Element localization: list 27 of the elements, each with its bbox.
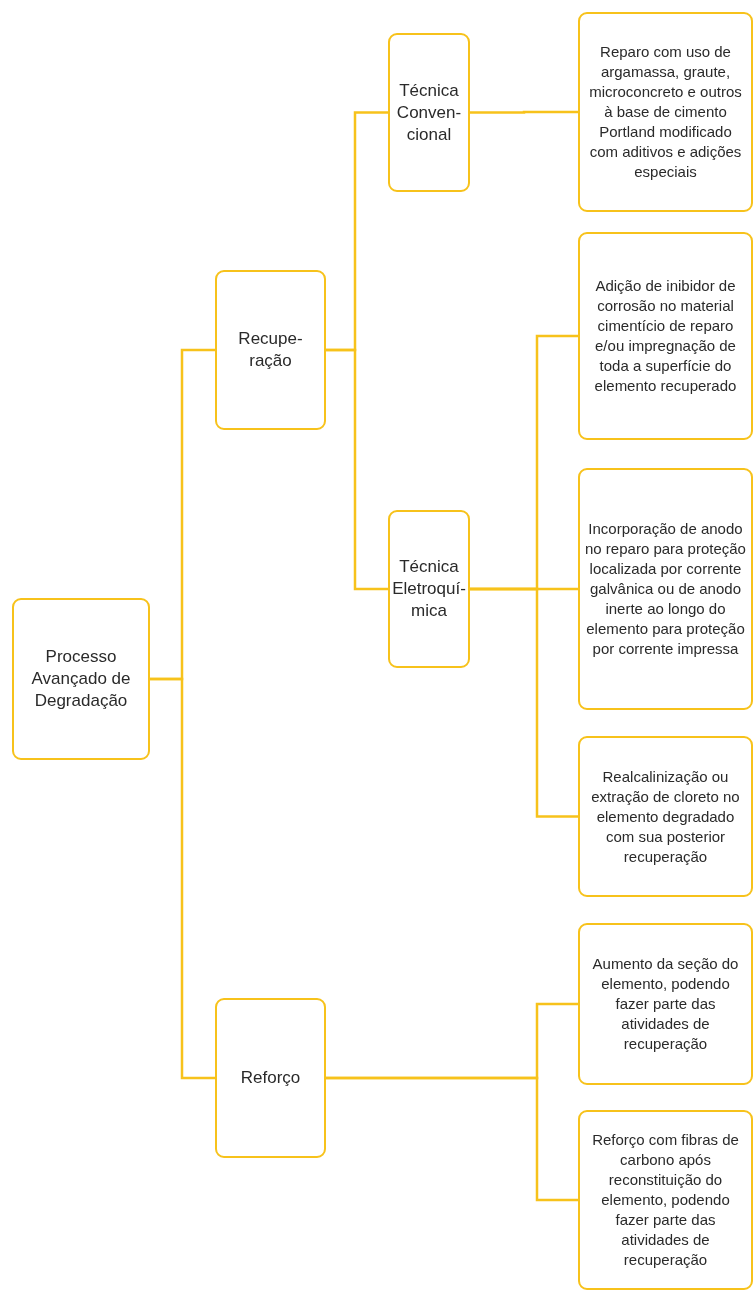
text-box — [578, 468, 753, 710]
text-box — [215, 270, 326, 430]
text-box — [578, 12, 753, 212]
node-text: Realcalinização ou extração de cloreto no elemento degradado com sua posterior recuperação — [590, 766, 741, 867]
node-text: Técnica Conven-cional — [395, 79, 463, 146]
text-box — [388, 510, 470, 668]
node-text: Reforço com fibras de carbono após reconstituição do elemento, podendo fazer parte das atividades de recuperação — [591, 1130, 740, 1270]
node-text: Processo Avançado de Degradação — [30, 646, 132, 712]
text-box — [578, 1110, 753, 1290]
node-text: Recupe-ração — [237, 328, 304, 372]
node-text: Aumento da seção do elemento, podendo fazer parte das atividades de recuperação — [591, 954, 740, 1054]
text-box — [215, 998, 326, 1158]
connector-line — [326, 1076, 578, 1202]
text-box — [578, 232, 753, 440]
node-text: Adição de inibidor de corrosão no material cimentício de reparo e/ou impregnação de toda a superfície do elemento recuperado — [593, 276, 738, 396]
connector-line — [470, 587, 578, 818]
text-box — [578, 923, 753, 1085]
connector-line — [326, 348, 388, 591]
node-text: Técnica Eletroquí-mica — [392, 556, 466, 622]
connector-line — [470, 110, 578, 114]
node-text: Incorporação de anodo no reparo para proteção localizada por corrente galvânica ou de anodo inerte ao longo do elemento para proteção por corrente impressa — [585, 519, 746, 659]
text-box — [578, 736, 753, 897]
node-text: Reforço — [240, 1067, 301, 1089]
node-text: Reparo com uso de argamassa, graute, microconcreto e outros à base de cimento Portland modificado com aditivos e adições especiais — [588, 42, 743, 182]
text-box — [388, 33, 470, 192]
connector-line — [150, 677, 215, 1080]
text-box — [12, 598, 150, 760]
